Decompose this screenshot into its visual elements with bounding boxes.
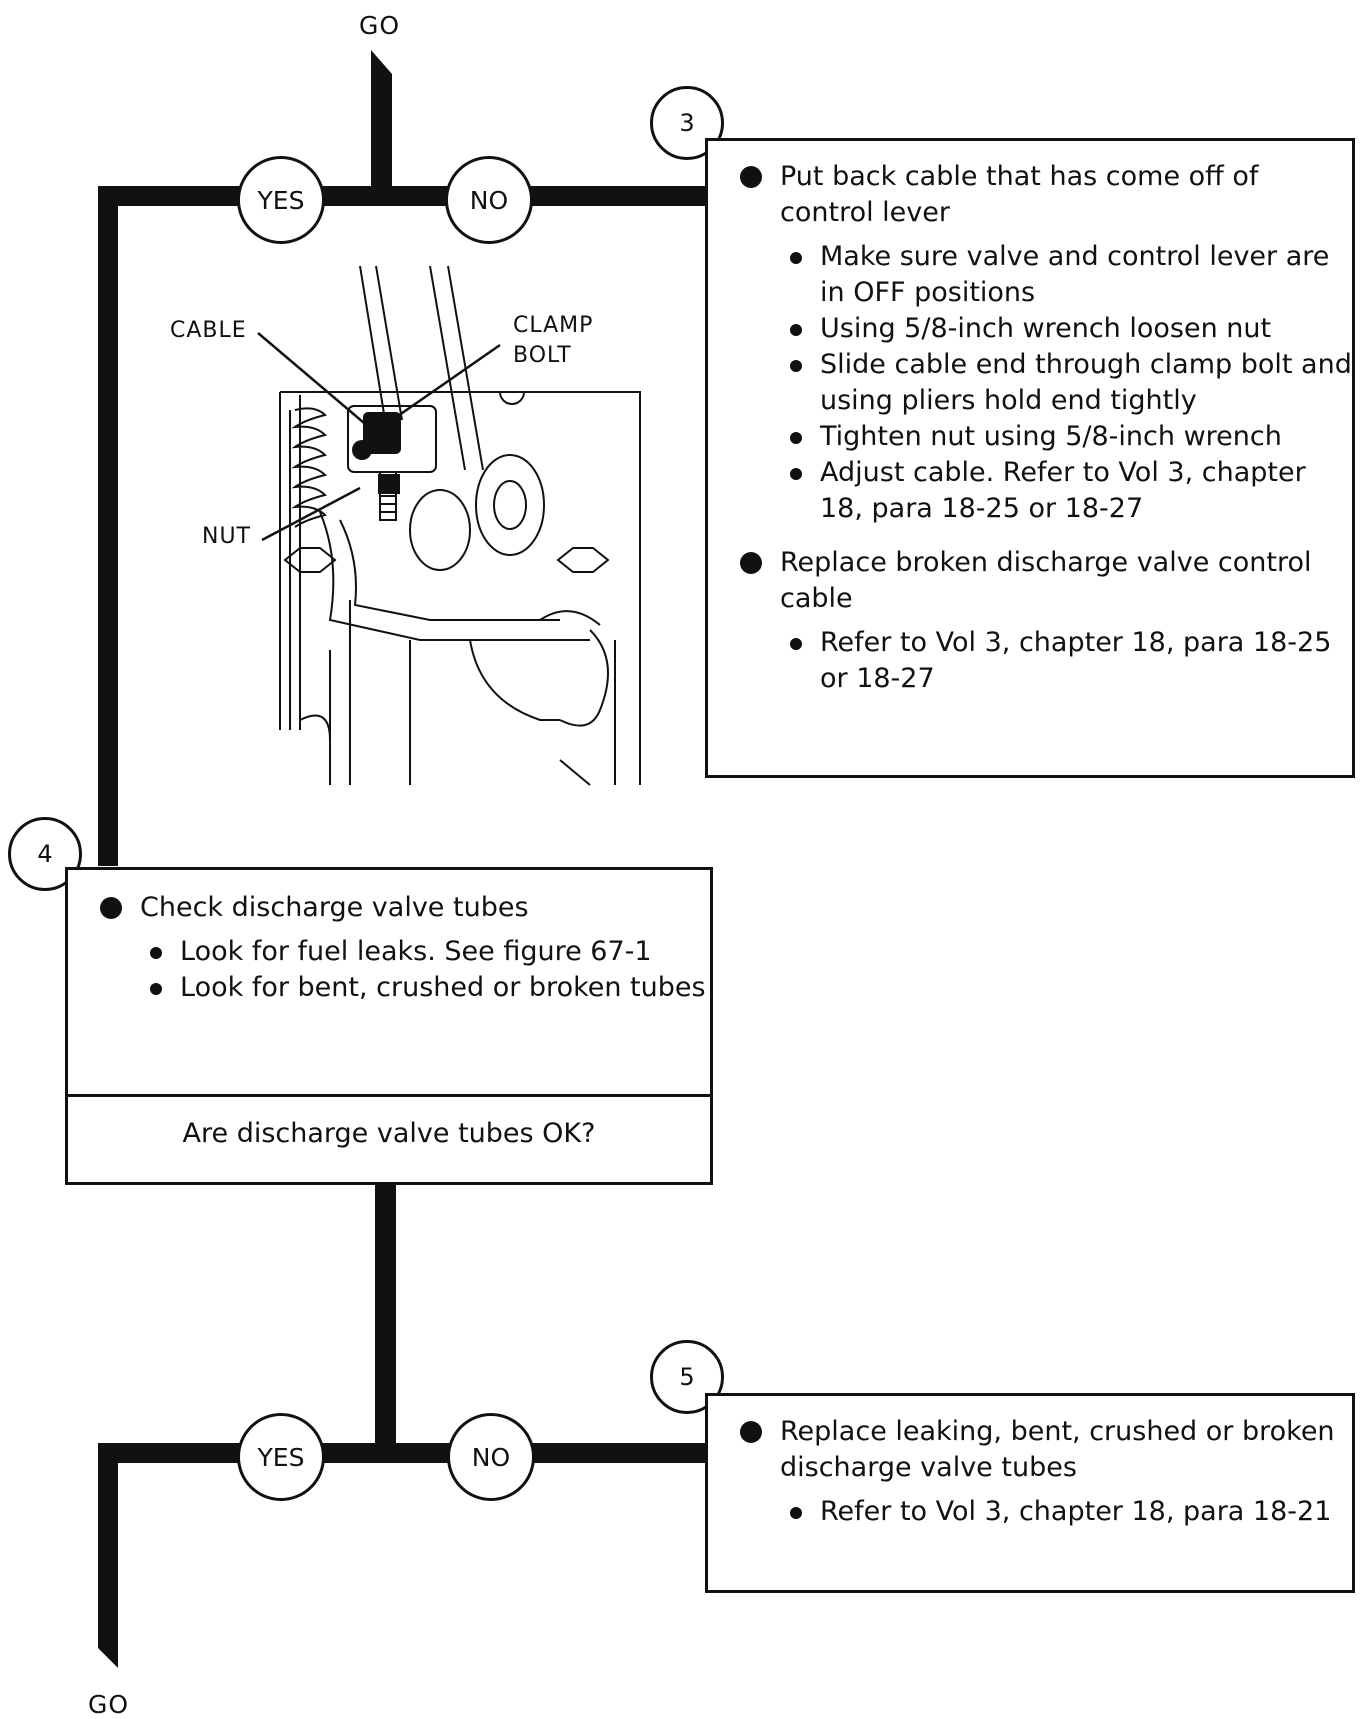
go-label-top: GO [359, 11, 401, 40]
step-5-box: Replace leaking, bent, crushed or broken… [705, 1393, 1355, 1593]
item-text: Make sure valve and control lever are in… [820, 241, 1330, 308]
action-item: Replace broken discharge valve control c… [708, 545, 1352, 617]
sub-item: Refer to Vol 3, chapter 18, para 18-21 [708, 1494, 1352, 1530]
bullet-icon [790, 432, 802, 444]
bullet-icon [790, 252, 802, 264]
step-3-number: 3 [650, 86, 724, 160]
item-text: Refer to Vol 3, chapter 18, para 18-21 [820, 1496, 1332, 1527]
sub-item: Adjust cable. Refer to Vol 3, chapter 18… [708, 455, 1352, 527]
step-3-list: Put back cable that has come off of cont… [708, 159, 1352, 697]
item-text: Look for fuel leaks. See figure 67-1 [180, 936, 652, 967]
sub-item: Tighten nut using 5/8-inch wrench [708, 419, 1352, 455]
callout-nut: NUT [202, 524, 251, 549]
bullet-icon [740, 552, 762, 574]
callout-clamp-bolt: CLAMP BOLT [513, 313, 594, 368]
step-5-list: Replace leaking, bent, crushed or broken… [708, 1414, 1352, 1530]
decision-no-circle-2[interactable]: NO [447, 1413, 535, 1501]
decision-yes-circle[interactable]: YES [237, 156, 325, 244]
item-text: Look for bent, crushed or broken tubes [180, 972, 706, 1003]
action-item: Check discharge valve tubes [68, 890, 710, 926]
bullet-icon [790, 638, 802, 650]
bullet-icon [150, 947, 162, 959]
item-text: Refer to Vol 3, chapter 18, para 18-25 o… [820, 627, 1332, 694]
sub-item: Look for bent, crushed or broken tubes [68, 970, 710, 1006]
bullet-icon [740, 166, 762, 188]
decision-yes-circle-2[interactable]: YES [237, 1413, 325, 1501]
item-text: Check discharge valve tubes [140, 892, 529, 923]
item-text: Tighten nut using 5/8-inch wrench [820, 421, 1282, 452]
go-label-bottom: GO [88, 1690, 130, 1719]
bullet-icon [790, 1507, 802, 1519]
action-item: Put back cable that has come off of cont… [708, 159, 1352, 231]
bullet-icon [790, 324, 802, 336]
bullet-icon [100, 897, 122, 919]
bullet-icon [790, 360, 802, 372]
step-3-box: Put back cable that has come off of cont… [705, 138, 1355, 778]
bullet-icon [150, 983, 162, 995]
item-text: Slide cable end through clamp bolt and u… [820, 349, 1352, 416]
sub-item: Look for fuel leaks. See figure 67-1 [68, 934, 710, 970]
bullet-icon [740, 1421, 762, 1443]
item-text: Using 5/8-inch wrench loosen nut [820, 313, 1272, 344]
action-item: Replace leaking, bent, crushed or broken… [708, 1414, 1352, 1486]
callout-cable: CABLE [170, 318, 247, 343]
item-text: Adjust cable. Refer to Vol 3, chapter 18… [820, 457, 1306, 524]
bullet-icon [790, 468, 802, 480]
sub-item: Slide cable end through clamp bolt and u… [708, 347, 1352, 419]
sub-item: Make sure valve and control lever are in… [708, 239, 1352, 311]
sub-item: Refer to Vol 3, chapter 18, para 18-25 o… [708, 625, 1352, 697]
item-text: Put back cable that has come off of cont… [780, 161, 1259, 228]
decision-no-circle[interactable]: NO [445, 156, 533, 244]
step-4-question: Are discharge valve tubes OK? [68, 1094, 710, 1174]
sub-item: Using 5/8-inch wrench loosen nut [708, 311, 1352, 347]
item-text: Replace broken discharge valve control c… [780, 547, 1312, 614]
item-text: Replace leaking, bent, crushed or broken… [780, 1416, 1335, 1483]
